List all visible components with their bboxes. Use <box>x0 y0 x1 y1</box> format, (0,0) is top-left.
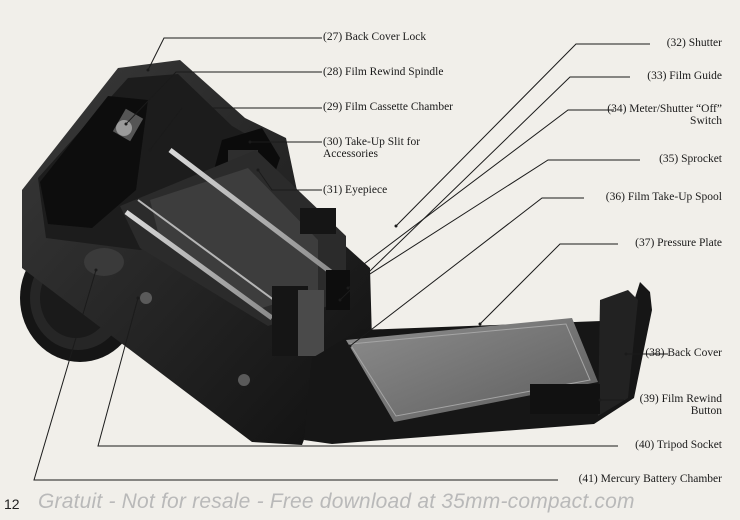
leader-line <box>125 71 322 125</box>
callout-text: Take-Up Slit for Accessories <box>323 136 421 160</box>
callout-33: (33) Film Guide <box>600 70 722 82</box>
leader-line <box>479 243 618 325</box>
leader-endpoint <box>146 68 150 72</box>
leader-endpoint <box>124 122 128 126</box>
callout-number: (27) <box>323 31 343 43</box>
page-number: 12 <box>4 496 20 512</box>
callout-text: Film Take-Up Spool <box>627 191 722 203</box>
leader-endpoint <box>598 398 602 402</box>
callout-number: (40) <box>635 439 655 451</box>
callout-number: (36) <box>605 191 625 203</box>
callout-text: Shutter <box>688 37 722 49</box>
callout-number: (35) <box>659 153 679 165</box>
callout-number: (37) <box>635 237 655 249</box>
watermark: Gratuit - Not for resale - Free download… <box>38 490 635 513</box>
callout-40: (40) Tripod Socket <box>560 439 722 451</box>
back-cover-shape <box>304 282 652 444</box>
callout-number: (41) <box>578 473 598 485</box>
leader-endpoint <box>256 168 260 172</box>
camera-body-shape <box>22 60 372 445</box>
callout-text: Back Cover <box>667 347 722 359</box>
callout-leader-lines <box>33 37 668 481</box>
callout-text: Film Rewind Spindle <box>345 66 444 78</box>
callout-text: Mercury Battery Chamber <box>600 473 722 485</box>
leader-line <box>347 159 640 289</box>
leader-endpoint <box>346 286 350 290</box>
callout-29: (29) Film Cassette Chamber <box>323 101 483 113</box>
callout-34: (34) Meter/Shutter “Off” Switch <box>600 103 722 127</box>
callout-39: (39) Film Rewind Button <box>630 393 722 417</box>
leader-endpoint <box>394 224 398 228</box>
callout-number: (28) <box>323 66 343 78</box>
leader-endpoint <box>94 268 98 272</box>
callout-number: (34) <box>607 103 627 115</box>
leader-endpoint <box>338 298 342 302</box>
callout-number: (32) <box>666 37 686 49</box>
leader-line <box>355 109 614 271</box>
leader-line <box>257 169 322 191</box>
callout-text: Film Cassette Chamber <box>345 101 454 113</box>
callout-number: (38) <box>645 347 665 359</box>
leader-endpoint <box>136 296 140 300</box>
leader-line <box>149 107 322 151</box>
callout-text: Tripod Socket <box>656 439 722 451</box>
leader-endpoint <box>478 322 482 326</box>
callout-28: (28) Film Rewind Spindle <box>323 66 473 78</box>
callout-text: Film Rewind Button <box>661 393 722 417</box>
callout-41: (41) Mercury Battery Chamber <box>500 473 722 485</box>
callout-30: (30) Take-Up Slit for Accessories <box>323 136 453 160</box>
callout-38: (38) Back Cover <box>640 347 722 359</box>
leader-endpoint <box>624 352 628 356</box>
callout-27: (27) Back Cover Lock <box>323 31 463 43</box>
callout-text: Eyepiece <box>345 184 388 196</box>
callout-number: (29) <box>323 101 343 113</box>
callout-36: (36) Film Take-Up Spool <box>560 191 722 203</box>
callout-number: (31) <box>323 184 343 196</box>
leader-line <box>339 76 630 301</box>
callout-31: (31) Eyepiece <box>323 184 413 196</box>
leader-endpoint <box>148 148 152 152</box>
leader-endpoint <box>348 344 352 348</box>
leader-line <box>33 269 558 481</box>
callout-text: Film Guide <box>669 70 722 82</box>
leader-endpoint <box>354 268 358 272</box>
leader-endpoint <box>248 140 252 144</box>
callout-number: (33) <box>647 70 667 82</box>
leader-line <box>349 197 584 347</box>
callout-text: Sprocket <box>681 153 722 165</box>
callout-35: (35) Sprocket <box>600 153 722 165</box>
leader-line <box>395 43 650 227</box>
callout-text: Pressure Plate <box>657 237 722 249</box>
leader-line <box>147 37 322 71</box>
callout-32: (32) Shutter <box>600 37 722 49</box>
callout-37: (37) Pressure Plate <box>600 237 722 249</box>
callout-number: (30) <box>323 136 343 148</box>
callout-text: Meter/Shutter “Off” Switch <box>629 103 722 127</box>
callout-number: (39) <box>639 393 659 405</box>
leader-line <box>97 297 618 447</box>
callout-text: Back Cover Lock <box>345 31 427 43</box>
